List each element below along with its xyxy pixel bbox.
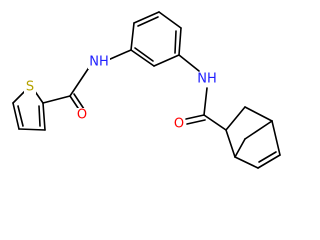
bond-benzene-c1-c2 <box>130 22 135 51</box>
bond-thiophene-c5-c4 <box>12 102 20 130</box>
bond-thiophene-c3-c2-inner <box>38 105 41 127</box>
bond-carbonyl-right-o-b <box>186 119 206 125</box>
bond-bicycle-c1-bridge <box>234 138 246 158</box>
bond-benzene-c2-c3-inner <box>137 16 159 27</box>
bond-thiophene-c5-c4-inner <box>17 105 24 127</box>
bond-bicycle-c3-c4 <box>244 106 273 122</box>
atom-labels: S NH O NH O <box>24 55 218 132</box>
bonds <box>12 11 281 169</box>
bond-benzene-c5-c6 <box>153 54 180 67</box>
atom-sulfur: S <box>26 80 34 95</box>
label-sulfur-bg <box>24 80 36 94</box>
bond-benzene-c3-c4 <box>158 11 182 29</box>
bond-nh-right-carbonyl <box>203 87 208 116</box>
bond-carbonyl-right-bicycle <box>203 114 227 131</box>
bond-bicycle-c5-c4 <box>271 120 281 156</box>
bond-benzene-c2-c3 <box>133 11 160 24</box>
bond-benzene-c4-c5-inner <box>174 30 177 54</box>
atom-nh-right: NH <box>197 72 217 87</box>
label-o-left-bg <box>76 108 88 122</box>
bond-thiophene-c4-c3 <box>18 128 46 131</box>
bond-benzene-c6-c1-inner <box>134 47 154 62</box>
molecule-structure-diagram: S NH O NH O <box>12 11 281 169</box>
bond-thiophene-c3-c2 <box>42 102 46 131</box>
bond-carbonyl-right-o-a <box>185 114 205 120</box>
bond-bicycle-c1-c6 <box>234 156 259 169</box>
bond-bicycle-c2-c1 <box>225 129 236 158</box>
atom-oxygen-left: O <box>77 108 87 123</box>
bond-bicycle-c6-c5-inner <box>258 151 277 163</box>
label-nh-left-bg <box>88 55 110 69</box>
bond-benzene-c4-c5 <box>178 27 182 56</box>
bond-benzene-c6-c1 <box>130 49 155 67</box>
atom-nh-left: NH <box>89 55 109 70</box>
bond-carbonyl-left-nh <box>69 65 91 97</box>
label-nh-right-bg <box>196 72 218 86</box>
label-o-right-bg <box>173 117 185 131</box>
bond-bicycle-bridge-c4 <box>244 120 273 140</box>
bond-nh-left-phenyl <box>107 49 132 61</box>
bond-phenyl-nh-right <box>178 54 200 72</box>
bond-carbonyl-left-o-b <box>73 93 85 110</box>
atom-oxygen-right: O <box>174 117 184 132</box>
bond-bicycle-c6-c5 <box>257 154 281 169</box>
bond-c2-carbonyl-left <box>42 95 71 104</box>
bond-bicycle-c2-c3 <box>225 106 246 131</box>
